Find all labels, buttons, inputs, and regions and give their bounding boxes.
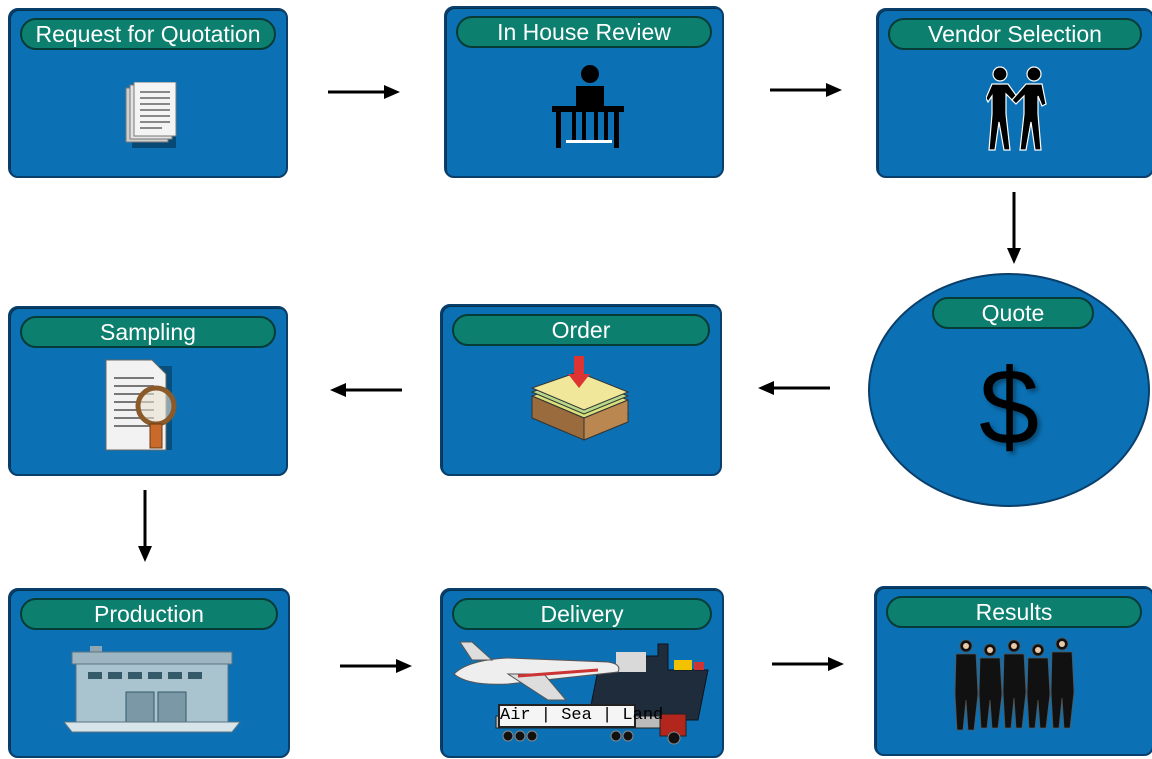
arrow-delivery-to-results bbox=[772, 657, 844, 671]
step-label-production: Production bbox=[20, 598, 278, 630]
step-label-order: Order bbox=[452, 314, 710, 346]
step-label-delivery: Delivery bbox=[452, 598, 712, 630]
step-label-quote: Quote bbox=[932, 297, 1094, 329]
arrow-review-to-vendor bbox=[770, 83, 842, 97]
dollar-sign-symbol: $ bbox=[978, 346, 1040, 467]
step-label-review: In House Review bbox=[456, 16, 712, 48]
airplane-ship-truck-icon bbox=[453, 641, 709, 745]
transport-modes-label: Air | Sea | Land bbox=[498, 704, 663, 728]
handshake-icon bbox=[986, 66, 1047, 151]
person-at-desk-icon bbox=[552, 65, 624, 148]
step-box-rfq: Request for Quotation bbox=[8, 8, 288, 178]
step-box-sampling: Sampling bbox=[8, 306, 288, 476]
arrow-rfq-to-review bbox=[328, 85, 400, 99]
step-label-rfq: Request for Quotation bbox=[20, 18, 276, 50]
step-label-vendor: Vendor Selection bbox=[888, 18, 1142, 50]
arrow-quote-to-order bbox=[758, 381, 830, 395]
factory-building-icon bbox=[62, 646, 242, 733]
step-box-vendor: Vendor Selection bbox=[876, 8, 1152, 178]
document-magnifier-icon bbox=[105, 359, 177, 451]
step-box-results: Results bbox=[874, 586, 1152, 756]
step-box-delivery: Delivery Air | Sea | Land bbox=[440, 588, 724, 758]
step-box-order: Order bbox=[440, 304, 722, 476]
step-box-review: In House Review bbox=[444, 6, 724, 178]
arrow-production-to-delivery bbox=[340, 659, 412, 673]
document-stack-icon bbox=[125, 82, 177, 148]
step-label-sampling: Sampling bbox=[20, 316, 276, 348]
inbox-tray-icon bbox=[530, 356, 630, 441]
arrow-sampling-to-production bbox=[138, 490, 152, 562]
step-label-results: Results bbox=[886, 596, 1142, 628]
team-group-icon bbox=[954, 637, 1075, 731]
step-box-production: Production bbox=[8, 588, 290, 758]
step-oval-quote: Quote $ bbox=[868, 273, 1150, 507]
arrow-order-to-sampling bbox=[330, 383, 402, 397]
arrow-vendor-to-quote bbox=[1007, 192, 1021, 264]
